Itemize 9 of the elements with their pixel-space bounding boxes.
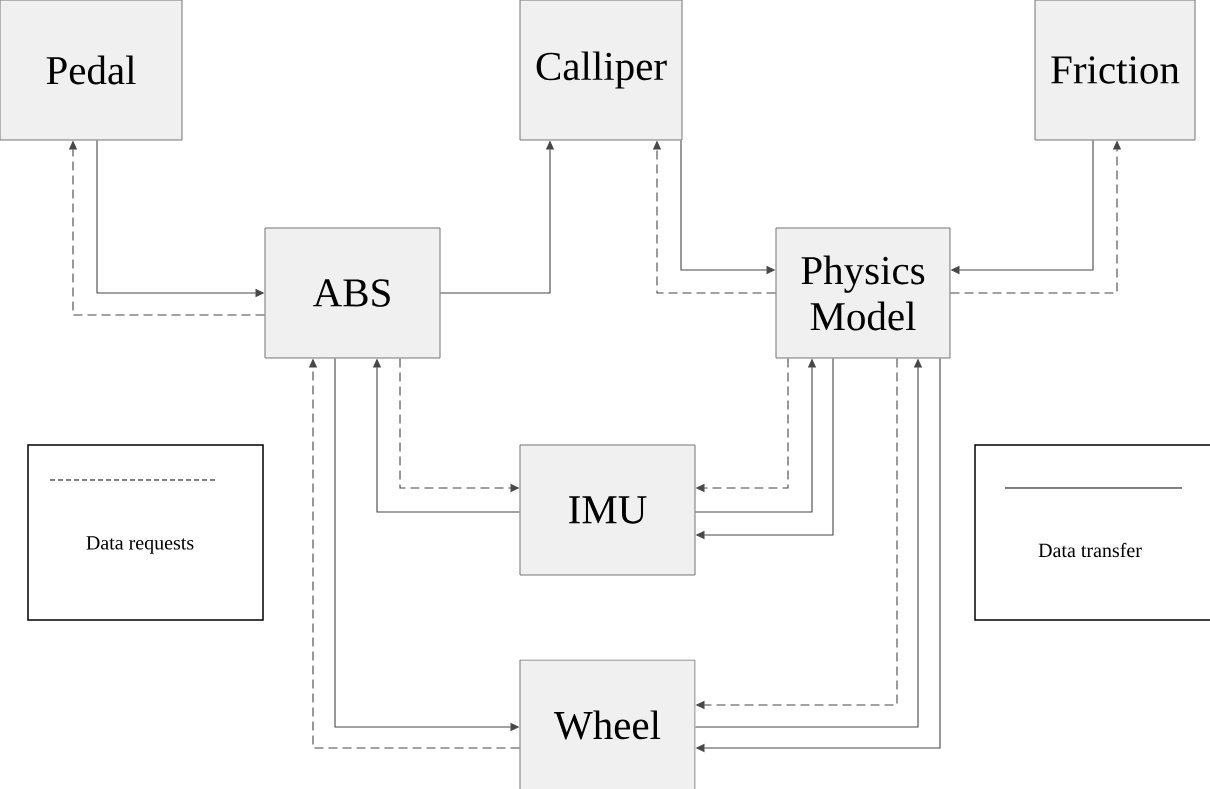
- legend-box: Data requests: [27, 444, 264, 621]
- legend-box: Data transfer: [974, 444, 1210, 621]
- process-box: IMU: [519, 444, 696, 576]
- process-box: Wheel: [519, 659, 696, 789]
- process-box: Pedal: [0, 0, 183, 141]
- process-box: Physics Model: [775, 227, 951, 359]
- process-box: Friction: [1034, 0, 1196, 141]
- process-box: Calliper: [519, 0, 683, 141]
- process-box: ABS: [264, 227, 441, 359]
